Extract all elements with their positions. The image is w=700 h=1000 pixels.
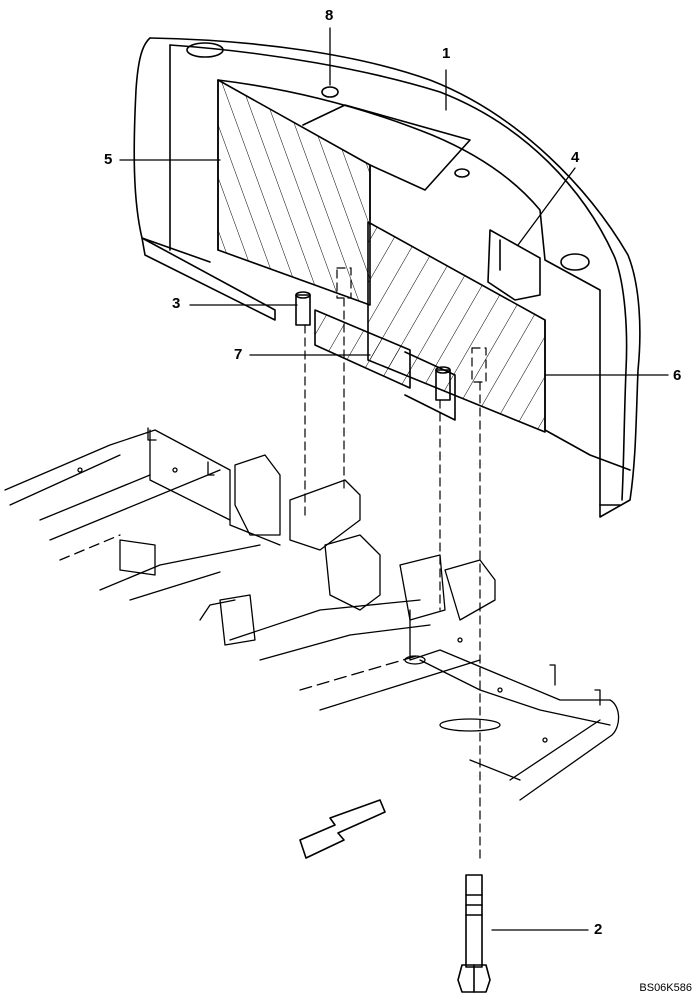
weight-block-5 <box>217 79 371 306</box>
weight-block-6 <box>367 221 546 433</box>
callout-7: 7 <box>234 346 243 363</box>
front-arrow-icon <box>299 799 386 859</box>
callout-5: 5 <box>104 151 113 168</box>
pins-3 <box>295 291 451 401</box>
leader-lines <box>119 27 669 931</box>
alignment-lines <box>304 267 487 861</box>
part-4-pocket <box>487 229 541 301</box>
callout-4: 4 <box>571 149 580 166</box>
callout-2: 2 <box>594 921 603 938</box>
callout-6: 6 <box>673 367 682 384</box>
bolt-2 <box>457 874 491 993</box>
weight-block-7 <box>314 309 456 421</box>
callout-1: 1 <box>442 45 451 62</box>
drawing-code: BS06K586 <box>639 982 692 994</box>
callout-3: 3 <box>172 295 181 312</box>
callout-8: 8 <box>325 7 334 24</box>
upper-frame <box>4 427 620 801</box>
counterweight-body <box>133 37 641 518</box>
